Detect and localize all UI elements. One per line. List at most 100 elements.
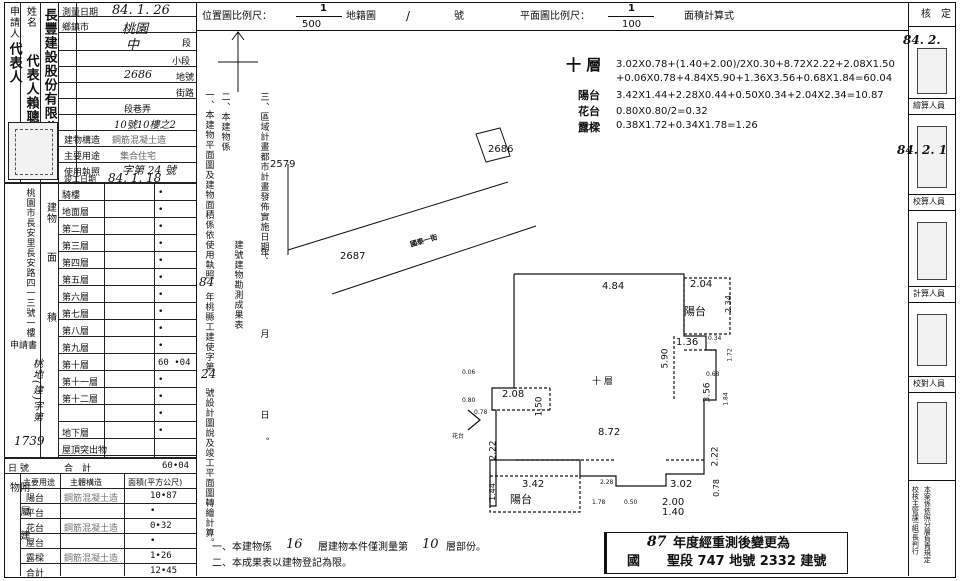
floor-row-value: • <box>158 188 164 198</box>
location-scale-den: 500 <box>302 19 322 30</box>
floor-row-value: • <box>158 273 164 283</box>
lane-label: 段巷弄 <box>124 105 152 115</box>
completion-value: 84. 1. 18 <box>108 171 162 185</box>
plan-balcony-top: 陽台 <box>684 305 706 318</box>
appurtenant-side-label: 附屬建物 <box>7 482 30 554</box>
license-label: 使用執照 <box>64 168 101 178</box>
plan-balcony-bottom: 陽台 <box>510 493 532 506</box>
floor-row-line <box>58 455 196 456</box>
calc-floor-label: 十 層 <box>566 56 602 74</box>
clerk-4-label: 校對人員 <box>913 379 945 388</box>
applicant-table: 申請人 姓名 長豐建設股份有限公司 代表人 代表人賴聰雄 測量日期 84. 1.… <box>4 2 197 579</box>
plan-dim-150: 1.50 <box>534 396 545 417</box>
floor-row-label: 第十一層 <box>62 378 99 388</box>
floor-row-label: 第七層 <box>62 310 90 320</box>
plan-dim-204: 2.04 <box>690 279 713 290</box>
appurtenant-area: 12•45 <box>150 566 178 576</box>
page-frame <box>4 2 956 578</box>
plan-dim-080: 0.80 <box>462 397 476 404</box>
address-vertical: 桃園市長安里長安路四一三號一樓 <box>24 188 35 338</box>
appurtenant-structure: 鋼筋混凝土造 <box>64 554 119 564</box>
area-calc-label: 面積計算式 <box>684 11 734 22</box>
floor-row-label: 第三層 <box>62 242 90 252</box>
location-map <box>218 31 537 295</box>
applicant-stamp-label: 申請書 <box>10 341 38 351</box>
appurtenant-row-line <box>20 548 196 549</box>
note-2: 二、本建物係 <box>219 92 230 152</box>
clerk-1-label: 繪算人員 <box>913 101 945 110</box>
plan-dim-872: 8.72 <box>598 427 621 438</box>
footer-line1-mid: 層建物本件僅測量第 <box>318 542 408 553</box>
plan-scale-label: 平面圖比例尺： <box>520 11 590 22</box>
date-label: 日 號 <box>8 464 29 474</box>
floor-row-label: 第十層 <box>62 361 90 371</box>
footer-line1-floor: 10 <box>422 537 439 552</box>
notes-tail: 號設計圖說及竣工平面圖轉繪計算。 <box>203 388 214 548</box>
floor-row-line <box>58 438 196 439</box>
floor-row-line <box>58 268 196 269</box>
floor-row-value: 60 •04 <box>158 358 191 368</box>
number-value: 10號10樓之2 <box>114 120 176 131</box>
floor-row-label: 第六層 <box>62 293 90 303</box>
plan-dim-222b: 2.22 <box>710 446 721 467</box>
total-label: 合 計 <box>64 464 92 474</box>
representative-text: 長豐建設股份有限公司 <box>41 8 57 148</box>
appurtenant-use: 合計 <box>26 569 45 579</box>
floor-row-line <box>58 200 196 201</box>
plan-dim-068: 0.68 <box>706 371 720 378</box>
calc-beam-formula: 0.38X1.72+0.34X1.78=1.26 <box>616 120 758 131</box>
floor-row-line <box>58 217 196 218</box>
small-section-label: 小段 <box>172 57 191 67</box>
section-value: 中 <box>126 38 140 53</box>
calc-floor-formula-1: 3.02X0.78+(1.40+2.00)/2X0.30+8.72X2.22+2… <box>616 59 895 70</box>
floor-row-value: • <box>158 205 164 215</box>
plan-dim-172: 1.72 <box>726 348 734 362</box>
floor-plan <box>467 273 731 513</box>
floor-row-label: 第五層 <box>62 276 90 286</box>
floor-row-value: • <box>158 341 164 351</box>
appurtenant-use: 平台 <box>26 509 45 519</box>
plan-dim-050: 0.50 <box>624 499 638 506</box>
clerk-3-label: 計算人員 <box>913 289 945 298</box>
land-slash: / <box>406 9 411 23</box>
location-scale-value: 1 <box>320 3 327 14</box>
appurtenant-row-line <box>20 488 196 489</box>
floor-row-line <box>58 404 196 405</box>
appurtenant-header-structure: 主體構造 <box>70 478 102 487</box>
appurtenant-header-use: 主要用途 <box>23 478 55 487</box>
area-city-label: 鄉鎮市 <box>62 23 90 33</box>
appurtenant-row-line <box>20 518 196 519</box>
sheet-label: 號 <box>454 11 464 22</box>
floor-row-label: 第四層 <box>62 259 90 269</box>
floor-row-label: 第九層 <box>62 344 90 354</box>
header-strip: 位置圖比例尺： 1 500 地籍圖 / 號 平面圖比例尺： 1 100 面積計算… <box>196 2 908 31</box>
floor-row-value: • <box>158 426 164 436</box>
floor-row-value: • <box>158 392 164 402</box>
calc-balcony-formula: 3.42X1.44+2.28X0.44+0.50X0.34+2.04X2.34=… <box>616 90 884 101</box>
plan-dim-178: 1.78 <box>592 499 606 506</box>
appurtenant-row-line <box>20 563 196 564</box>
clerk-stamp-1 <box>917 48 947 94</box>
location-scale-label: 位置圖比例尺： <box>202 11 272 22</box>
appurtenant-use: 露樑 <box>26 554 45 564</box>
representative-label: 代表人 <box>6 42 22 84</box>
street-label: 街路 <box>176 89 195 99</box>
clerk-stamp-4 <box>917 314 947 366</box>
appurtenant-header-area: 面積(平方公尺) <box>128 478 183 487</box>
appurtenant-area: • <box>150 506 156 516</box>
appurtenant-area: 10•87 <box>150 491 178 501</box>
plan-dim-342: 3.42 <box>522 479 545 490</box>
clerk-stamp-3 <box>917 222 947 280</box>
lot-value: 2686 <box>124 68 152 81</box>
clerk-stamp-2 <box>917 126 947 188</box>
representative-name: 代表人賴聰雄 <box>23 54 39 138</box>
plan-dim-356: 3.56 <box>702 382 713 403</box>
floor-row-value: • <box>158 307 164 317</box>
plan-dim-234: 2.34 <box>723 295 733 313</box>
lot-2579-label: 2579 <box>270 159 296 170</box>
footer-line1-suffix: 層部份。 <box>446 542 486 553</box>
plan-center-label: 十 層 <box>592 377 613 387</box>
stamp-line2: 聖段 747 地號 2332 建號 <box>667 554 827 569</box>
floor-row-line <box>58 336 196 337</box>
building-label: 建物 <box>44 202 56 224</box>
